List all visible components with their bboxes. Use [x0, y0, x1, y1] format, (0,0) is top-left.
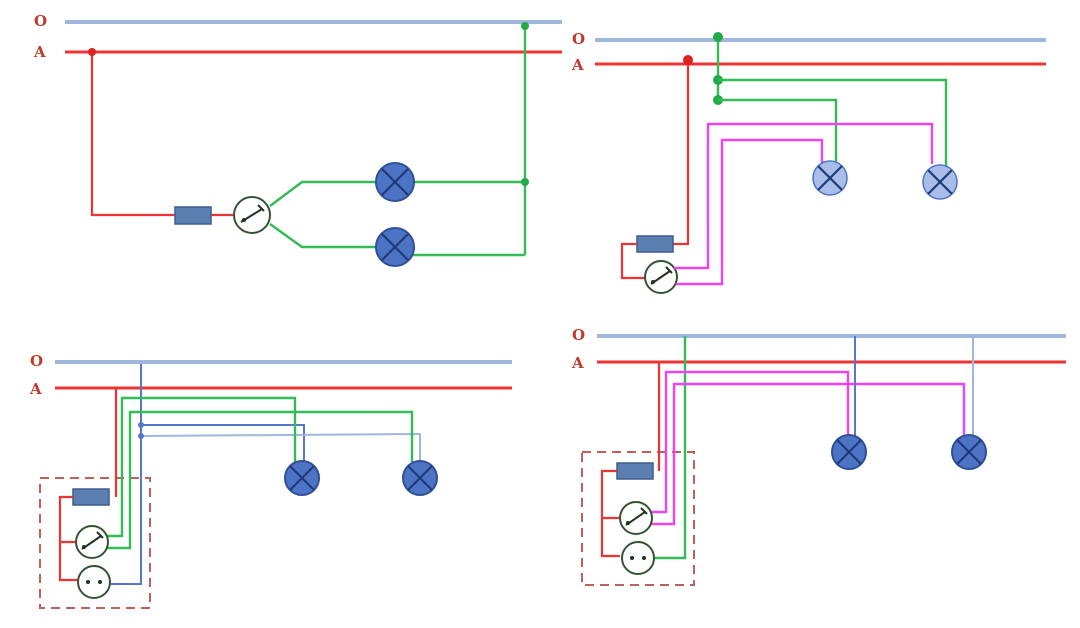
green-wire	[269, 180, 380, 207]
label-neutral: O	[34, 12, 47, 30]
pink-wire	[676, 138, 824, 286]
junction-dot	[138, 433, 144, 439]
phase-wire	[600, 469, 620, 558]
socket-icon	[621, 541, 655, 575]
lamp-icon	[812, 160, 848, 196]
diagram-1: O A	[33, 12, 562, 267]
junction-dot	[88, 48, 96, 56]
green-wire	[106, 410, 414, 550]
diagram-4: O A	[571, 326, 1066, 586]
switch-icon	[644, 260, 678, 294]
neutral-wire	[141, 424, 305, 462]
label-phase: A	[33, 43, 46, 61]
junction-dot	[713, 32, 723, 42]
pink-wire	[650, 370, 850, 514]
switch-icon	[233, 196, 271, 234]
fuse-icon	[174, 206, 212, 225]
junction-dot	[683, 55, 693, 65]
fuse-icon	[616, 462, 654, 480]
junction-dot	[521, 22, 529, 30]
switch-icon	[619, 501, 653, 535]
green-wire	[718, 78, 948, 170]
lamp-icon	[831, 434, 867, 470]
green-wire	[106, 396, 297, 538]
fuse-icon	[72, 488, 110, 506]
fuse-icon	[636, 235, 674, 253]
label-phase: A	[571, 354, 584, 372]
phase-wire	[58, 495, 78, 582]
enclosure-box	[581, 451, 695, 586]
lamp-icon	[922, 164, 958, 200]
pink-wire	[650, 382, 966, 526]
neutral-wire	[140, 432, 421, 462]
switch-icon	[75, 525, 109, 559]
label-neutral: O	[572, 326, 585, 344]
junction-dot	[521, 178, 529, 186]
diagram-3: O A	[29, 352, 512, 609]
phase-wire	[672, 60, 690, 246]
lamp-icon	[375, 162, 415, 202]
label-neutral: O	[30, 352, 43, 370]
junction-dot	[138, 422, 144, 428]
label-phase: A	[571, 56, 584, 74]
diagram-2: O A	[571, 30, 1046, 294]
pink-wire	[674, 122, 934, 270]
lamp-icon	[375, 227, 415, 267]
green-wire	[269, 223, 380, 249]
green-wire	[718, 98, 838, 162]
phase-wire	[620, 242, 646, 280]
socket-icon	[77, 565, 111, 599]
green-wire	[652, 336, 687, 560]
lamp-icon	[402, 460, 438, 496]
lamp-icon	[284, 460, 320, 496]
phase-wire	[90, 52, 176, 217]
label-phase: A	[29, 380, 42, 398]
lamp-icon	[951, 434, 987, 470]
label-neutral: O	[572, 30, 585, 48]
